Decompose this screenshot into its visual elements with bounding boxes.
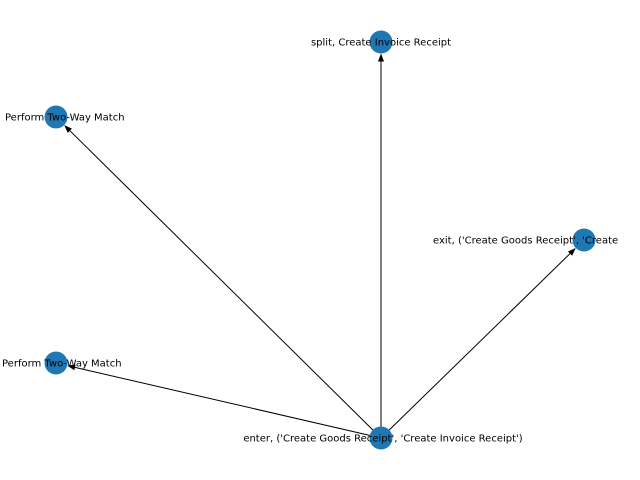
node-n3 bbox=[572, 228, 596, 252]
node-n1 bbox=[369, 30, 393, 54]
edge-n5-n3 bbox=[380, 253, 571, 439]
arrowhead-n5-n4 bbox=[67, 364, 76, 371]
edges-layer bbox=[64, 53, 576, 439]
arrowhead-n5-n2 bbox=[64, 125, 72, 133]
node-label-n2: Perform Two-Way Match bbox=[5, 113, 125, 124]
edge-n5-n2 bbox=[69, 130, 382, 439]
arrowhead-n5-n1 bbox=[378, 53, 384, 62]
nodes-layer bbox=[44, 30, 596, 450]
node-label-n3: exit, ('Create Goods Receipt', 'Create bbox=[433, 236, 618, 247]
labels-layer: split, Create Invoice Receipt Perform Tw… bbox=[2, 38, 618, 445]
edge-n5-n4 bbox=[74, 366, 382, 439]
node-label-n5: enter, ('Create Goods Receipt', 'Create … bbox=[243, 434, 522, 445]
node-n4 bbox=[44, 351, 68, 375]
node-label-n1: split, Create Invoice Receipt bbox=[311, 38, 451, 49]
node-n2 bbox=[44, 105, 68, 129]
node-n5 bbox=[369, 426, 393, 450]
node-label-n4: Perform Two-Way Match bbox=[2, 359, 122, 370]
arrowhead-n5-n3 bbox=[567, 248, 576, 256]
